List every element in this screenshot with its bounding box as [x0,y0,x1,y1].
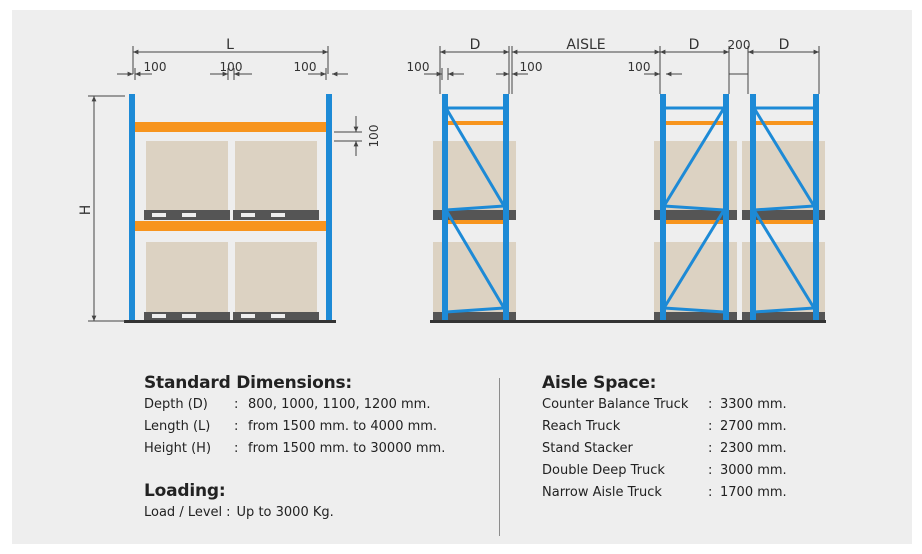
floor-line [124,320,336,323]
upright [660,94,666,322]
aisle-row: Stand Stacker:2300 mm. [542,438,787,460]
pallet [433,210,516,220]
clearance-label: 100 [220,60,243,74]
aisle-row: Reach Truck:2700 mm. [542,416,787,438]
spec-row-load: Load / Level: Up to 3000 Kg. [144,502,334,524]
aisle-space-section: Aisle Space: Counter Balance Truck:3300 … [542,372,787,504]
upright [813,94,819,322]
separator: : [708,419,713,434]
upright [503,94,509,322]
aisle-space-heading: Aisle Space: [542,373,657,393]
aisle-label: Stand Stacker [542,441,633,456]
standard-dimensions-section: Standard Dimensions: Depth (D):800, 1000… [144,372,445,460]
aisle-label: AISLE [566,37,605,53]
clearance-label: 100 [520,60,543,74]
depth-label: D [470,37,481,53]
side-rack-double-back [742,94,825,322]
clearance-label: 100 [628,60,651,74]
pallet [742,312,825,321]
front-view: L 100 100 100 H 100 [78,37,381,323]
pallet [144,312,319,321]
aisle-value: 1700 mm. [720,485,787,500]
upright [750,94,756,322]
clearance-label: 100 [144,60,167,74]
aisle-label: Counter Balance Truck [542,397,689,412]
separator: : [226,505,231,520]
aisle-label: Double Deep Truck [542,463,665,478]
beam [754,121,814,125]
upright [326,94,332,322]
upright [723,94,729,322]
separator: : [708,397,713,412]
carton [146,242,228,312]
beam-clearance-label: 100 [367,125,381,148]
depth-label: D [689,37,700,53]
clearance-label: 100 [407,60,430,74]
spec-row-depth: Depth (D):800, 1000, 1100, 1200 mm. [144,394,445,416]
beam [133,221,329,231]
separator: : [234,419,239,434]
aisle-row: Double Deep Truck:3000 mm. [542,460,787,482]
spec-label: Load / Level [144,505,223,520]
loading-section: Loading: Load / Level: Up to 3000 Kg. [144,480,334,524]
spec-value: Up to 3000 Kg. [236,505,334,520]
clearance-label: 100 [294,60,317,74]
pallet [654,312,737,321]
aisle-value: 2700 mm. [720,419,787,434]
aisle-label: Reach Truck [542,419,621,434]
separator: : [708,441,713,456]
section-divider [499,378,500,536]
beam [446,220,504,224]
carton [235,242,317,312]
height-label: H [78,205,94,216]
upright [129,94,135,322]
depth-label: D [779,37,790,53]
spec-panel: L 100 100 100 H 100 [12,10,912,544]
aisle-value: 3300 mm. [720,397,787,412]
racking-diagram: L 100 100 100 H 100 [78,37,826,323]
pallet [742,210,825,220]
standard-dimensions-heading: Standard Dimensions: [144,373,352,393]
carton [146,141,228,210]
carton [235,141,317,210]
beam [133,122,329,132]
separator: : [708,463,713,478]
aisle-value: 3000 mm. [720,463,787,478]
pallet [654,210,737,220]
upright [442,94,448,322]
spec-value: from 1500 mm. to 30000 mm. [248,441,446,456]
pallet [144,210,319,220]
side-rack-single [433,94,516,322]
loading-heading: Loading: [144,481,226,501]
spec-value: 800, 1000, 1100, 1200 mm. [248,397,431,412]
floor-line [430,320,826,323]
pallet [433,312,516,321]
beam [664,220,724,224]
side-rack-double-front [654,94,737,322]
separator: : [234,441,239,456]
aisle-value: 2300 mm. [720,441,787,456]
side-view: D AISLE D 200 D 100 100 100 [407,37,826,323]
separator: : [708,485,713,500]
spec-label: Height (H) [144,441,212,456]
aisle-row: Counter Balance Truck:3300 mm. [542,394,787,416]
gap-label: 200 [728,38,751,52]
separator: : [234,397,239,412]
aisle-label: Narrow Aisle Truck [542,485,662,500]
spec-label: Length (L) [144,419,211,434]
beam [664,121,724,125]
length-label: L [226,37,234,53]
spec-value: from 1500 mm. to 4000 mm. [248,419,438,434]
spec-row-height: Height (H): from 1500 mm. to 30000 mm. [144,438,445,460]
spec-label: Depth (D) [144,397,208,412]
aisle-row: Narrow Aisle Truck:1700 mm. [542,482,787,504]
beam [754,220,814,224]
spec-row-length: Length (L): from 1500 mm. to 4000 mm. [144,416,445,438]
beam [446,121,504,125]
